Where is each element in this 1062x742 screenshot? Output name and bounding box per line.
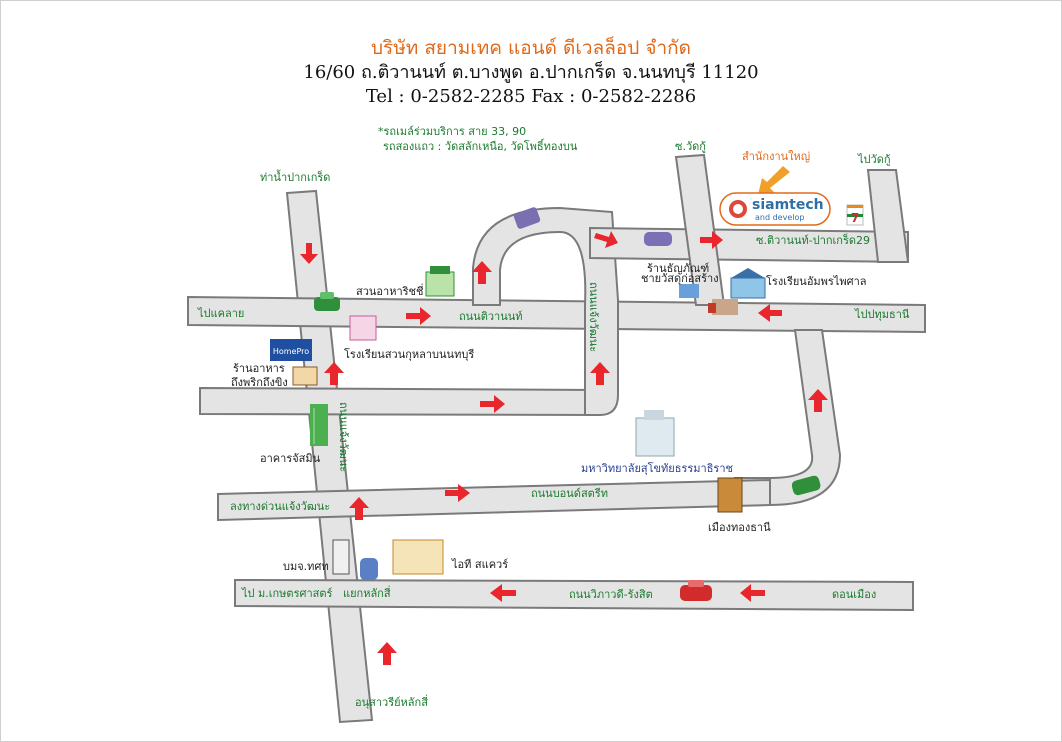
label-it-square: ไอที สแควร์ (451, 558, 508, 571)
truck-icon (708, 299, 738, 315)
label-school-am: โรงเรียนอัมพรไพศาล (766, 274, 867, 288)
homepro-text: HomePro (273, 347, 309, 356)
label-tot: บมจ.ทศท (283, 560, 329, 573)
shop-building-icon (679, 284, 699, 298)
school-building-icon (349, 315, 377, 341)
label-chaeng-vertical: ถนนแจ้งวัฒนะ (337, 402, 350, 472)
label-thanon-tiwanon: ถนนติวานนท์ (459, 310, 523, 323)
label-stou: มหาวิทยาลัยสุโขทัยธรรมาธิราช (581, 461, 733, 475)
road-to-wat-ku (866, 169, 910, 263)
arrow (490, 584, 516, 602)
arrow (700, 231, 723, 249)
arrow (480, 395, 505, 413)
label-school-suan: โรงเรียนสวนกุหลาบนนทบุรี (344, 347, 474, 361)
car-red-icon (680, 580, 712, 601)
car-blue-icon (360, 558, 378, 580)
logo-name: siamtech (752, 197, 824, 213)
road-middle-left (199, 386, 601, 417)
arrow (349, 497, 369, 520)
label-expressway: ลงทางด่วนแจ้งวัฒนะ (230, 500, 330, 513)
siamtech-logo: siamtech and develop (719, 192, 831, 226)
arrow (324, 362, 344, 385)
car-green2-icon (791, 475, 821, 496)
songthaew-routes: รถสองแถว : วัดสลักเหนือ, วัดโพธิ์ทองบน (383, 138, 578, 153)
label-don-mueang: ดอนเมือง (832, 588, 876, 601)
logo-tagline: and develop (755, 213, 804, 222)
arrow (445, 484, 470, 502)
tot-tower-icon (332, 539, 350, 575)
restaurant-shop-icon (425, 266, 455, 297)
arrow (377, 642, 397, 665)
restaurant-icon (292, 366, 318, 386)
road-tiwanon (187, 295, 926, 334)
label-suan-ahan: สวนอาหาริชชี่ (356, 283, 423, 298)
label-laksi-monument: อนุสาวรีย์หลักสี่ (355, 694, 428, 709)
label-laksi-junction: แยกหลักสี่ (343, 585, 391, 600)
road-to-muangthong (734, 329, 842, 506)
university-icon (635, 410, 675, 457)
arrow (808, 389, 828, 412)
label-restaurant-1: ร้านอาหาร (233, 362, 285, 375)
traffic-arrows (300, 231, 828, 665)
head-office-arrow (758, 166, 790, 195)
label-pai-pathum: ไปปทุมธานี (854, 308, 910, 321)
car-purple-icon (644, 232, 672, 246)
seven-eleven-text: 7 (851, 211, 859, 225)
bus-routes: *รถเมล์ร่วมบริการ สาย 33, 90 (378, 125, 526, 138)
seven-eleven-icon: 7 (846, 204, 864, 226)
arrow (300, 243, 318, 264)
arrow (472, 261, 492, 284)
label-jasmine: อาคารจัสมิน (260, 452, 321, 465)
label-pai-khae-lai: ไปแคลาย (197, 307, 244, 320)
muangthong-tower-icon (717, 477, 743, 513)
label-pai-kaset: ไป ม.เกษตรศาสตร์ (241, 587, 332, 600)
label-vibhavadi: ถนนวิภาวดี-รังสิต (569, 588, 653, 601)
car-green-icon (314, 292, 340, 311)
company-name: บริษัท สยามเทค แอนด์ ดีเวลล็อป จำกัด (371, 35, 691, 59)
company-phone: Tel : 0-2582-2285 Fax : 0-2582-2286 (366, 86, 696, 107)
company-address: 16/60 ถ.ติวานนท์ ต.บางพูด อ.ปากเกร็ด จ.น… (303, 60, 758, 83)
van-purple-icon (513, 207, 541, 229)
arrow (758, 304, 782, 322)
label-soi-wat-ku: ซ.วัดกู้ (675, 140, 706, 153)
arrow (740, 584, 765, 602)
label-shop-thanya-2: ชายวัสดุก่อสร้าง (641, 272, 719, 285)
it-square-building-icon (392, 539, 444, 575)
label-head-office: สำนักงานใหญ่ (742, 150, 810, 163)
arrow (590, 362, 610, 385)
homepro-store-icon: HomePro (270, 339, 312, 361)
label-muang-thong: เมืองทองธานี (708, 521, 771, 534)
label-tha-nam-pakkret: ท่าน้ำปากเกร็ด (260, 169, 330, 184)
label-shop-thanya: ร้านธัญภัณฑ์ (647, 262, 709, 275)
label-road-vertical: ถนนแจ้งวัฒนะ (587, 282, 600, 352)
arrow (406, 307, 431, 325)
arrow (594, 231, 618, 248)
label-restaurant-2: ถึงพริกถึงขิง (231, 376, 288, 389)
label-bond-street: ถนนบอนด์สตรีท (531, 487, 608, 500)
road-vibhavadi (234, 578, 914, 612)
school-am-icon (730, 268, 766, 299)
label-soi-29: ซ.ติวานนท์-ปากเกร็ด29 (756, 233, 870, 247)
jasmine-tower-icon (310, 404, 328, 446)
label-pai-wat-ku: ไปวัดกู้ (857, 153, 891, 166)
